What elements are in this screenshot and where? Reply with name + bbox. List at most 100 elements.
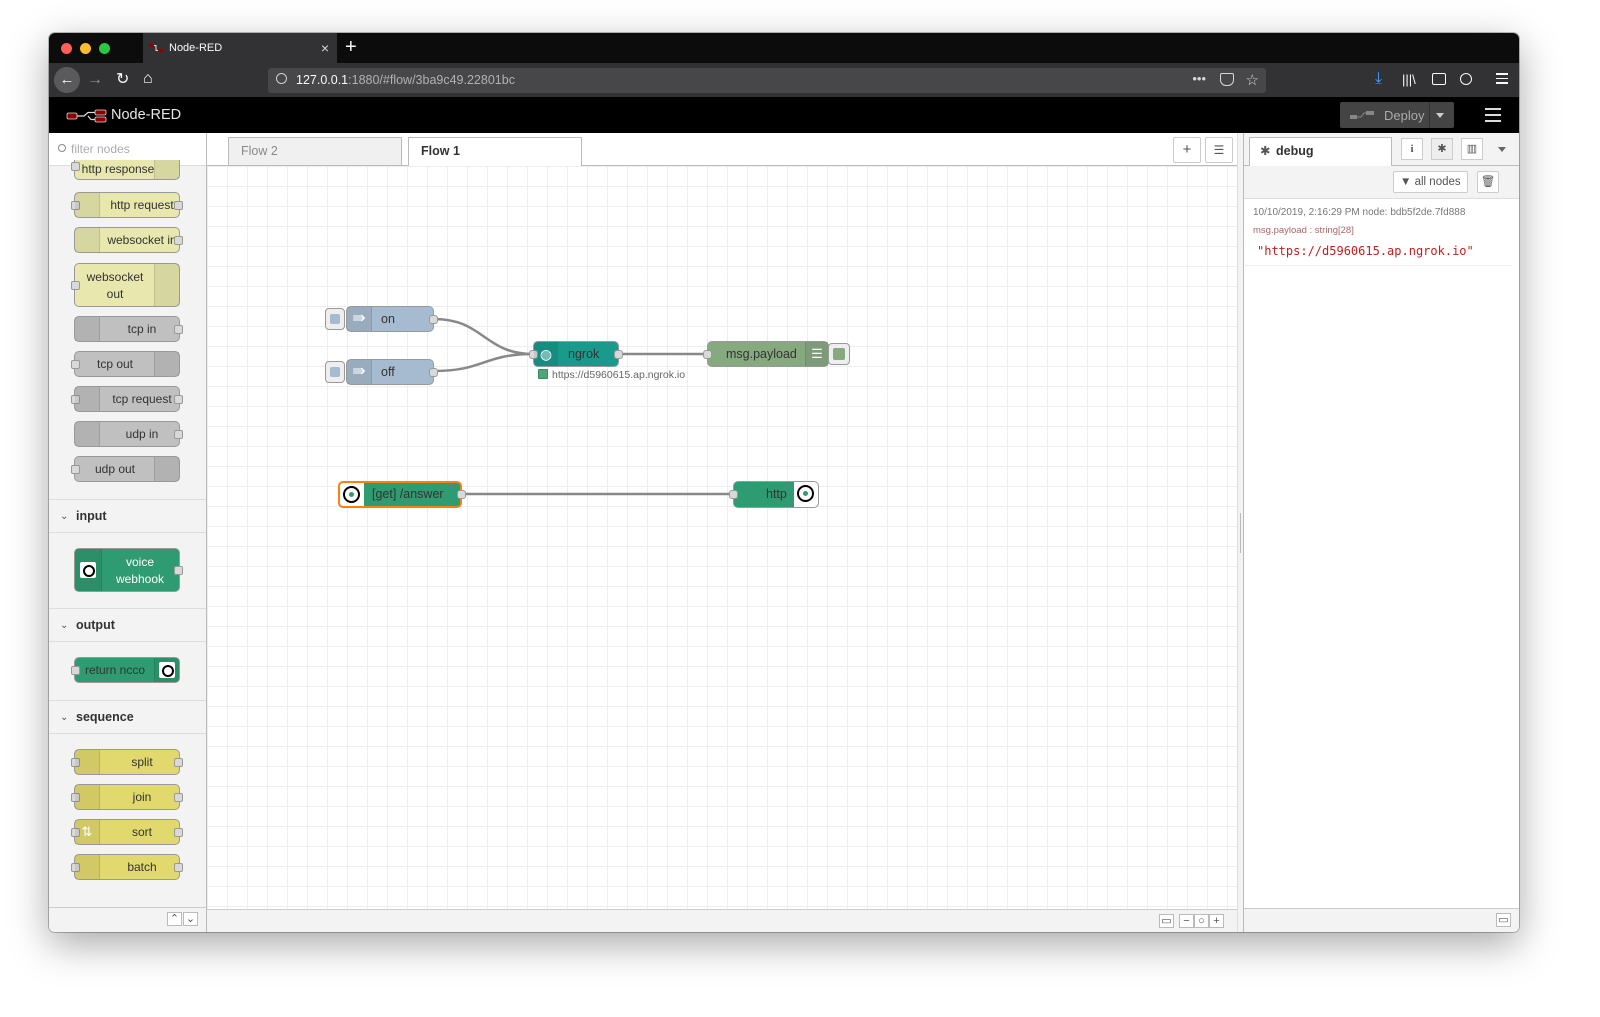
zoom-out-button[interactable]: −: [1179, 914, 1194, 928]
input-port[interactable]: [729, 490, 738, 499]
zoom-reset-button[interactable]: ○: [1194, 914, 1209, 928]
address-bar[interactable]: 127.0.0.1:1880/#flow/3ba9c49.22801bc •••…: [268, 68, 1266, 93]
site-info-icon[interactable]: [276, 73, 287, 84]
open-window-button[interactable]: ▭: [1496, 913, 1511, 927]
filter-label: all nodes: [1414, 176, 1461, 188]
palette-node-split[interactable]: split: [71, 749, 183, 775]
reload-button[interactable]: ↻: [116, 71, 130, 88]
account-icon[interactable]: [1460, 73, 1472, 85]
tab-flow-1[interactable]: Flow 1: [408, 137, 582, 166]
collapse-all-button[interactable]: ⌃: [167, 912, 182, 926]
palette-node-label: tcp request: [112, 392, 172, 406]
expand-all-button[interactable]: ⌄: [183, 912, 198, 926]
palette-node-sort[interactable]: ⇅ sort: [71, 819, 183, 845]
home-button[interactable]: ⌂: [143, 70, 153, 87]
palette-node-websocket-out[interactable]: websocket out: [71, 263, 180, 307]
output-port[interactable]: [429, 368, 438, 377]
zoom-in-button[interactable]: +: [1209, 914, 1224, 928]
inject-node-on[interactable]: ⇛ on: [346, 306, 438, 332]
sidebar-splitter[interactable]: [1237, 133, 1244, 932]
input-port: [71, 793, 80, 802]
sidebar-toggle-icon[interactable]: [1432, 73, 1446, 85]
debug-message[interactable]: 10/10/2019, 2:16:29 PM node: bdb5f2de.7f…: [1244, 201, 1512, 266]
clear-debug-button[interactable]: 🗑: [1477, 171, 1499, 193]
downloads-icon[interactable]: ⤓: [1375, 70, 1383, 87]
browser-tab[interactable]: Node-RED ×: [143, 33, 337, 63]
voice-webhook-node[interactable]: [get] /answer: [338, 481, 466, 508]
palette-node-label: voice: [125, 555, 154, 569]
browser-menu-icon[interactable]: [1496, 73, 1508, 84]
navigator-button[interactable]: ▭: [1159, 914, 1174, 928]
forward-button[interactable]: →: [87, 71, 103, 88]
palette-node-udp-in[interactable]: udp in: [74, 421, 183, 447]
palette-node-http-request[interactable]: http request: [71, 192, 183, 218]
sidebar-menu-caret-icon[interactable]: [1498, 147, 1506, 152]
bookmark-star-icon[interactable]: ☆: [1245, 72, 1259, 89]
return-ncco-node[interactable]: http: [729, 481, 819, 508]
wire-off-ngrok: [433, 352, 534, 373]
output-port: [174, 395, 183, 404]
palette-node-return-ncco[interactable]: return ncco: [71, 657, 180, 683]
tab-debug[interactable]: ✱ debug: [1249, 137, 1392, 166]
debug-node[interactable]: msg.payload ☰: [703, 341, 829, 367]
sidebar-tabs: ✱ debug i ✱ ▥: [1244, 133, 1519, 166]
maximize-window-button[interactable]: [99, 43, 110, 54]
palette-node-label: sort: [131, 825, 152, 839]
palette-category-input[interactable]: ⌄ input: [49, 499, 206, 533]
palette-category-sequence[interactable]: ⌄ sequence: [49, 700, 206, 734]
palette-node-tcp-in[interactable]: tcp in: [74, 316, 183, 342]
palette-category-output[interactable]: ⌄ output: [49, 608, 206, 642]
close-tab-icon[interactable]: ×: [320, 40, 329, 56]
main-menu-icon[interactable]: [1485, 108, 1501, 122]
pocket-icon[interactable]: [1220, 73, 1234, 86]
debug-tab-button[interactable]: ✱: [1431, 138, 1453, 160]
palette-node-tcp-out[interactable]: tcp out: [71, 351, 180, 377]
back-button[interactable]: ←: [54, 67, 80, 93]
flow-canvas[interactable]: ⇛ on ⇛ off ◍ ngrok https://d5960615.ap.n…: [207, 166, 1237, 909]
browser-toolbar: ← → ↻ ⌂ 127.0.0.1:1880/#flow/3ba9c49.228…: [49, 63, 1519, 97]
browser-tab-strip: Node-RED × +: [49, 33, 1519, 63]
inject-trigger-button[interactable]: [325, 308, 345, 330]
page-actions-icon[interactable]: •••: [1192, 71, 1206, 86]
palette-node-http-response[interactable]: http response: [71, 160, 180, 180]
tab-label: debug: [1276, 144, 1314, 158]
sort-icon: ⇅: [75, 820, 100, 844]
palette-node-join[interactable]: join: [71, 784, 183, 810]
palette-node-voice-webhook[interactable]: voice webhook: [74, 548, 183, 592]
info-tab-button[interactable]: i: [1401, 138, 1423, 160]
list-flows-button[interactable]: ☰: [1205, 137, 1233, 163]
filter-placeholder: filter nodes: [71, 142, 130, 156]
deploy-label: Deploy: [1384, 108, 1425, 123]
debug-message-value[interactable]: "https://d5960615.ap.ngrok.io": [1257, 244, 1474, 258]
search-icon: [58, 144, 66, 152]
debug-toggle-button[interactable]: [828, 343, 850, 365]
deploy-button[interactable]: Deploy: [1340, 102, 1454, 128]
minimize-window-button[interactable]: [80, 43, 91, 54]
close-window-button[interactable]: [61, 43, 72, 54]
new-tab-button[interactable]: +: [345, 36, 357, 58]
palette-node-websocket-in[interactable]: websocket in: [74, 227, 183, 253]
input-port: [71, 863, 80, 872]
deploy-menu-caret-icon[interactable]: [1436, 113, 1444, 118]
batch-icon: [75, 855, 100, 879]
globe-icon: ◍: [534, 342, 558, 366]
add-flow-button[interactable]: +: [1173, 137, 1201, 163]
tab-flow-2[interactable]: Flow 2: [228, 137, 402, 165]
dashboard-tab-button[interactable]: ▥: [1461, 138, 1483, 160]
ngrok-node[interactable]: ◍ ngrok: [529, 341, 623, 367]
palette-node-udp-out[interactable]: udp out: [71, 456, 180, 482]
category-name: sequence: [76, 710, 134, 724]
library-icon[interactable]: |||\: [1402, 72, 1416, 87]
output-port[interactable]: [614, 350, 623, 359]
palette-node-batch[interactable]: batch: [71, 854, 183, 880]
palette-node-tcp-request[interactable]: tcp request: [71, 386, 183, 412]
output-port[interactable]: [457, 490, 466, 499]
input-port[interactable]: [529, 350, 538, 359]
input-port[interactable]: [703, 350, 712, 359]
input-port: [71, 201, 80, 210]
deploy-divider: [1429, 102, 1430, 128]
inject-node-off[interactable]: ⇛ off: [346, 359, 438, 385]
inject-trigger-button[interactable]: [325, 361, 345, 383]
output-port[interactable]: [429, 315, 438, 324]
debug-filter-button[interactable]: ▼ all nodes: [1393, 171, 1468, 193]
